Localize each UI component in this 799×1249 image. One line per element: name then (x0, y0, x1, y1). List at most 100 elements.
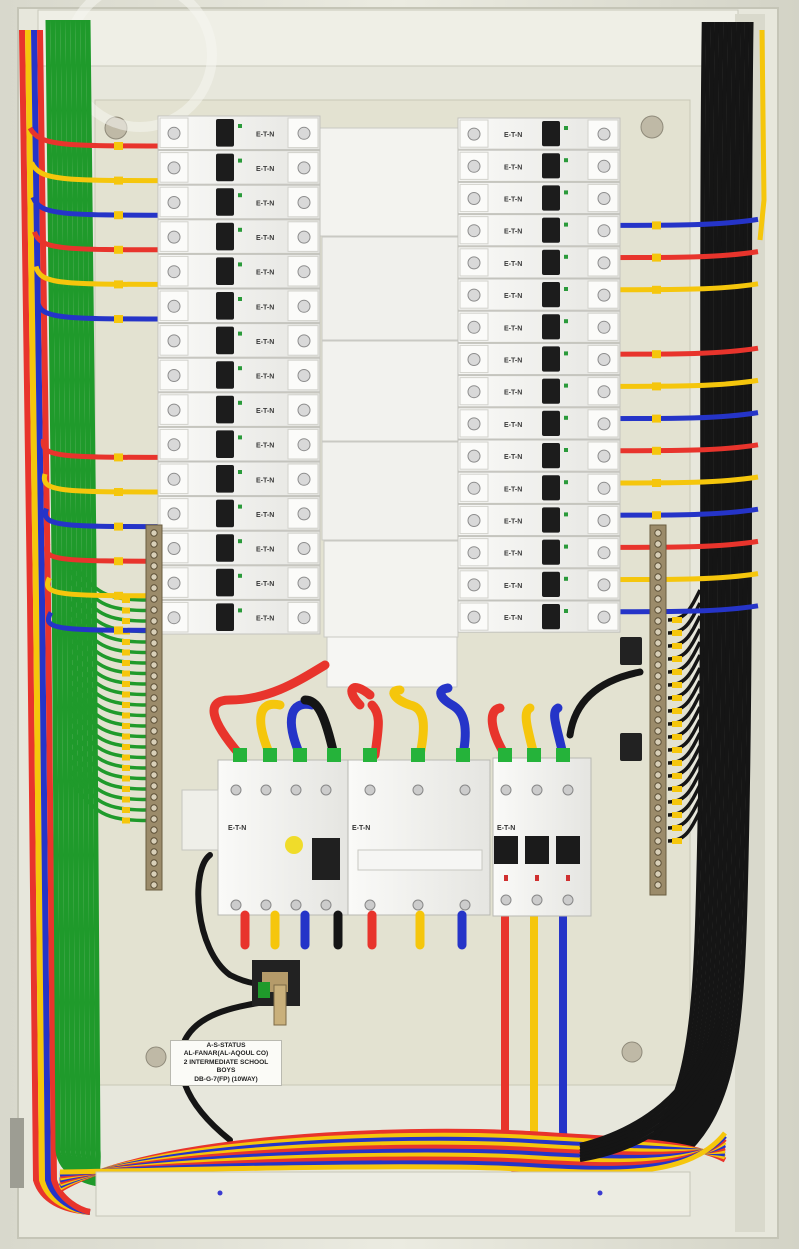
phase-wire (29, 161, 176, 184)
screw-icon (167, 299, 181, 313)
wire-marker (672, 617, 682, 623)
phase-wire (40, 438, 176, 460)
breaker-brand: E-T-N (504, 519, 522, 526)
screw-icon (297, 299, 311, 313)
screw-icon (654, 815, 662, 823)
breaker-brand: E-T-N (504, 422, 522, 429)
earth-wire (68, 747, 149, 791)
wire-marker (122, 733, 130, 740)
wire-marker (114, 245, 123, 254)
wire-marker (672, 682, 682, 688)
phase-wire (599, 571, 759, 583)
wire-ferrule (527, 748, 541, 762)
phase-wire (35, 300, 176, 322)
screw-icon (597, 256, 611, 270)
trunk-wire (37, 29, 91, 1215)
breaker-brand: E-T-N (504, 325, 522, 332)
wire-marker (114, 453, 123, 462)
wire-marker (672, 838, 682, 844)
isolator-brand: E-T-N (352, 825, 370, 832)
wire-marker (652, 285, 661, 294)
circuit-breaker: E-T-N (157, 565, 321, 600)
breaker-toggle (542, 378, 560, 404)
screw-icon (654, 793, 662, 801)
screw-icon (621, 1041, 643, 1063)
breaker-brand: E-T-N (256, 374, 274, 381)
breaker-toggle (542, 410, 560, 436)
circuit-breaker: E-T-N (457, 149, 621, 182)
breaker-brand: E-T-N (256, 270, 274, 277)
bottom-wire (579, 1051, 722, 1159)
breaker-toggle (216, 153, 234, 182)
circuit-breaker: E-T-N (157, 426, 321, 462)
breaker-brand: E-T-N (504, 293, 522, 300)
breaker-toggle (216, 430, 234, 458)
breaker-toggle (216, 119, 234, 147)
circuit-breaker: E-T-N (157, 288, 321, 324)
screw-icon (167, 196, 181, 209)
earth-wire (68, 611, 149, 655)
phase-wire (599, 216, 759, 228)
screw-icon (654, 683, 662, 691)
wire-ferrule (233, 748, 247, 762)
screw-icon (597, 192, 611, 205)
wire-marker (114, 626, 123, 635)
wire-ferrule (363, 748, 377, 762)
breaker-toggle (216, 361, 234, 389)
wire-marker (114, 557, 123, 566)
screw-icon (320, 784, 332, 796)
screw-icon (150, 738, 158, 746)
circuit-breaker: E-T-N (457, 117, 621, 150)
breaker-brand: E-T-N (504, 551, 522, 558)
screw-icon (654, 551, 662, 559)
breaker-brand: E-T-N (256, 512, 274, 519)
isolator-module: E-T-N (347, 759, 491, 916)
phase-wire (32, 230, 176, 253)
circuit-breaker: E-T-N (157, 184, 321, 220)
neutral-wire (667, 784, 702, 817)
rcd-toggle (312, 838, 340, 880)
neutral-wire (667, 654, 702, 687)
wire-marker (652, 221, 661, 230)
wire-marker (672, 656, 682, 662)
breaker-brand: E-T-N (504, 261, 522, 268)
wire-marker (122, 744, 130, 750)
wire-ferrule (293, 748, 307, 762)
wire-marker (114, 591, 123, 600)
wire-marker (122, 712, 130, 719)
screw-icon (150, 782, 158, 790)
screw-icon (150, 837, 158, 845)
earth-neutral-busbars (145, 524, 667, 896)
screw-icon (297, 334, 311, 348)
screw-icon (654, 870, 662, 878)
screw-icon (290, 899, 302, 911)
screw-icon (167, 472, 181, 486)
bottom-wire (59, 1131, 727, 1175)
wire-marker (652, 479, 661, 487)
wire-marker (672, 734, 682, 740)
breaker-toggle (542, 249, 560, 275)
left-earth-busbar (145, 524, 163, 891)
screw-icon (654, 540, 662, 548)
left-breaker-column: E-T-NE-T-NE-T-NE-T-NE-T-NE-T-NE-T-NE-T-N… (157, 115, 321, 635)
wire-marker (672, 799, 682, 805)
phase-wire (44, 542, 176, 564)
circuit-breaker: E-T-N (157, 496, 321, 531)
breaker-brand: E-T-N (504, 197, 522, 204)
circuit-breaker: E-T-N (157, 357, 321, 393)
wire-marker (122, 775, 130, 782)
screw-icon (230, 784, 242, 796)
breaker-brand: E-T-N (504, 164, 522, 171)
screw-icon (500, 784, 512, 796)
wire-marker (672, 825, 682, 831)
screw-icon (654, 595, 662, 603)
screw-icon (654, 881, 662, 889)
bottom-wire-trunk (58, 1019, 727, 1193)
wire-marker (672, 721, 682, 727)
wire-marker (122, 618, 130, 624)
phase-wire (599, 538, 759, 550)
wire-ferrule (456, 748, 470, 762)
earth-wire (68, 569, 149, 613)
